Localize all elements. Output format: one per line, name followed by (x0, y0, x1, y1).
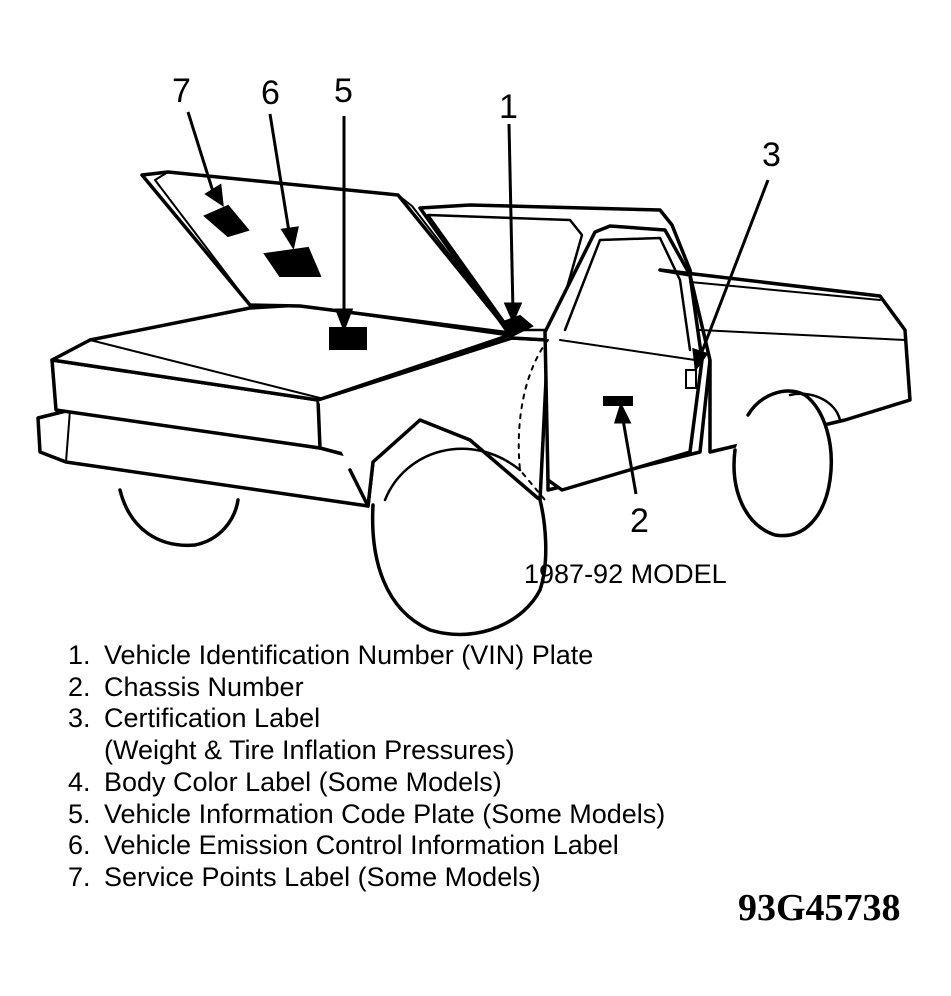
label-7-marker (203, 204, 250, 238)
callout-7: 7 (172, 72, 191, 110)
legend-num: 6. (68, 830, 91, 861)
model-label: 1987-92 MODEL (524, 559, 727, 589)
legend-item-1: 1. Vehicle Identification Number (VIN) Pl… (68, 640, 828, 672)
far-wheel (118, 488, 240, 548)
legend-item-3: 3. Certification Label(Weight & Tire Infl… (68, 703, 828, 766)
legend-text: Body Color Label (Some Models) (104, 766, 502, 797)
legend-num: 4. (68, 766, 91, 797)
callout-2: 2 (630, 502, 649, 540)
truck-bed (658, 268, 912, 454)
legend-item-6: 6. Vehicle Emission Control Information L… (68, 830, 828, 862)
open-door (543, 224, 704, 492)
front-wheel (370, 498, 548, 637)
callout-1: 1 (499, 88, 518, 126)
labels (203, 204, 697, 406)
legend-num: 1. (68, 640, 91, 670)
callout-3: 3 (762, 136, 781, 174)
legend-item-4: 4. Body Color Label (Some Models) (68, 767, 828, 799)
door-opening (517, 339, 549, 501)
legend-text: Vehicle Emission Control Information Lab… (104, 830, 619, 861)
legend-text: Service Points Label (Some Models) (104, 861, 541, 892)
legend-num: 2. (68, 671, 91, 702)
legend-text-continuation: (Weight & Tire Inflation Pressures) (104, 735, 515, 766)
legend-num: 5. (68, 798, 91, 829)
legend-item-5: 5. Vehicle Information Code Plate (Some M… (68, 799, 828, 831)
label-6-marker (263, 246, 322, 277)
callout-6: 6 (261, 74, 280, 112)
legend-text: Vehicle Identification Number (VIN) Plat… (104, 640, 594, 670)
legend-item-2: 2. Chassis Number (68, 672, 828, 704)
legend-text: Vehicle Information Code Plate (Some Mod… (104, 798, 666, 829)
label-3-marker (685, 369, 697, 389)
callout-5: 5 (334, 72, 353, 110)
figure-code: 93G45738 (738, 887, 901, 929)
legend-text: Certification Label (104, 703, 321, 734)
legend-item-7: 7. Service Points Label (Some Models) (68, 862, 828, 894)
legend-num: 7. (68, 861, 91, 892)
legend-text: Chassis Number (104, 671, 304, 702)
rear-wheel (732, 389, 833, 538)
leader-lines (186, 111, 770, 495)
truck-illustration (36, 170, 912, 637)
label-2-marker (603, 396, 633, 406)
label-5-marker (329, 327, 367, 350)
legend-list: 1. Vehicle Identification Number (VIN) Pl… (68, 640, 828, 894)
legend-num: 3. (68, 703, 91, 734)
